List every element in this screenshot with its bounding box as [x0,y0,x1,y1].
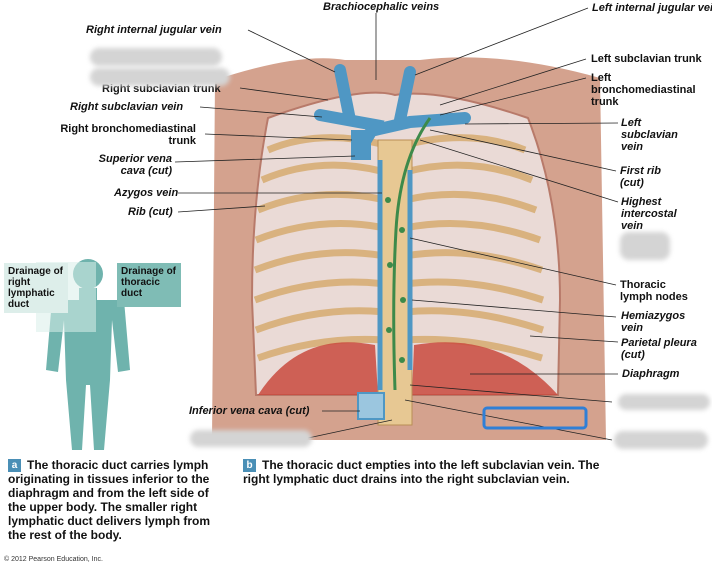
diaphragm-left-dome [258,342,378,395]
label-superior-vena-cava: Superior vena cava (cut) [98,153,172,177]
label-first-rib: First rib (cut) [620,165,661,189]
hidden-label-5 [190,430,312,447]
label-left-internal-jugular-vein: Left internal jugular vein [592,2,712,14]
hidden-label-2 [90,68,230,86]
lymph-nodes [385,197,406,363]
label-inferior-vena-cava: Inferior vena cava (cut) [189,405,310,417]
caption-b-tag: b [243,459,256,472]
label-left-subclavian-vein: Left subclavian vein [621,117,678,153]
drainage-right-lymphatic-box: Drainage of right lymphatic duct [4,263,68,313]
hidden-label-6 [614,431,708,449]
copyright: © 2012 Pearson Education, Inc. [4,556,103,563]
label-parietal-pleura: Parietal pleura (cut) [621,337,697,361]
label-hemiazygos-vein: Hemiazygos vein [621,310,686,334]
caption-b-text: The thoracic duct empties into the left … [243,458,600,486]
caption-a-tag: a [8,459,21,472]
label-thoracic-lymph-nodes: Thoracic lymph nodes [620,279,688,303]
leader-lines [174,7,619,441]
label-left-bronchomediastinal-trunk: Left bronchomediastinal trunk [591,72,696,108]
azygos-system [377,160,413,390]
hidden-label-1 [90,48,222,66]
label-right-internal-jugular-vein: Right internal jugular vein [86,24,222,36]
inferior-vena-cava [357,392,385,420]
label-azygos-vein: Azygos vein [114,187,179,199]
hidden-label-3 [620,232,670,260]
label-left-subclavian-trunk: Left subclavian trunk [591,53,702,65]
label-right-subclavian-vein: Right subclavian vein [70,101,184,113]
thoracic-duct [392,117,432,391]
label-rib-cut: Rib (cut) [128,206,173,218]
label-diaphragm: Diaphragm [622,368,680,380]
label-brachiocephalic-veins: Brachiocephalic veins [323,1,440,13]
hidden-label-4 [618,394,710,410]
caption-a-text: The thoracic duct carries lymph originat… [8,458,211,542]
label-right-bronchomediastinal-trunk: Right bronchomediastinal trunk [60,123,196,147]
drainage-thoracic-duct-box: Drainage of thoracic duct [117,263,181,307]
highlight-answer-box[interactable] [482,406,588,430]
label-right-subclavian-trunk: Right subclavian trunk [102,83,221,95]
label-highest-intercostal-vein: Highest intercostal vein [621,196,677,232]
diaphragm-right-dome [412,342,558,395]
superior-vena-cava [351,130,371,160]
